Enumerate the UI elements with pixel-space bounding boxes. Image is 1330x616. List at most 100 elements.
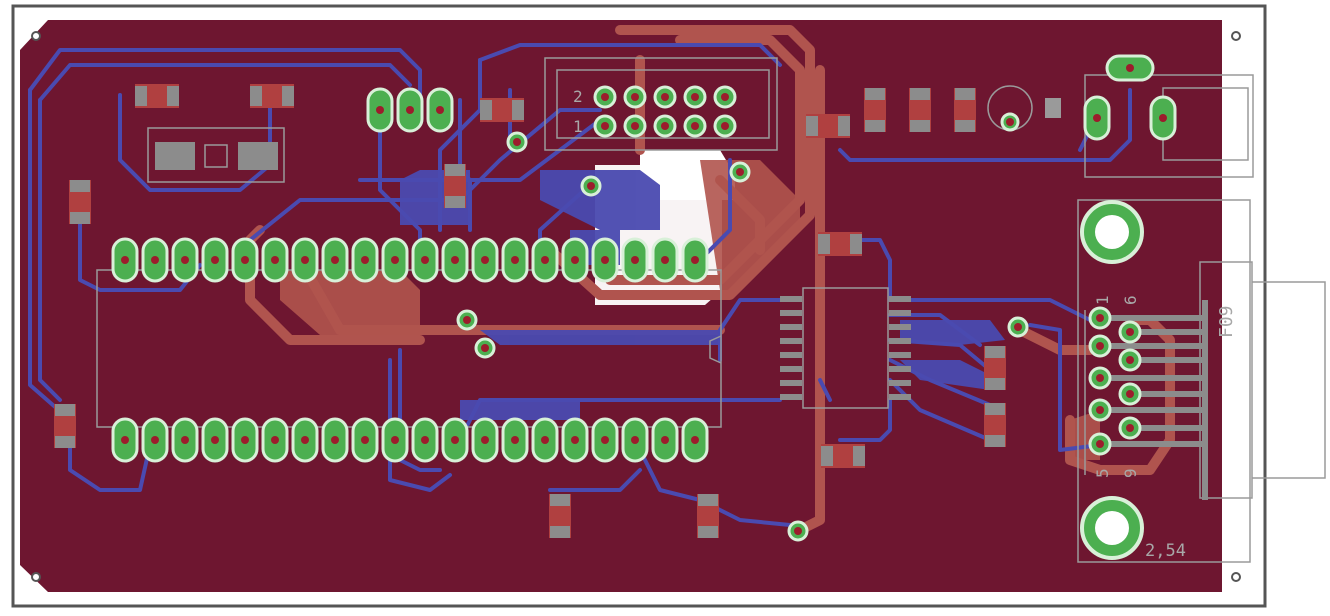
header-pin-row1 [653, 114, 677, 138]
dip-pin-top [261, 237, 289, 283]
jumper-pin [426, 87, 454, 133]
crystal-outline [147, 127, 285, 183]
dip-pin-bottom [651, 417, 679, 463]
jumper-pin [396, 87, 424, 133]
connector-pin9-label: 9 [1121, 468, 1140, 478]
dip-pin-bottom [591, 417, 619, 463]
ic-pin [780, 310, 802, 316]
dip-pin-bottom [201, 417, 229, 463]
header-pin-row1 [713, 114, 737, 138]
dip-pin-top [651, 237, 679, 283]
dip-pin-top [351, 237, 379, 283]
header-row2-label: 2 [573, 87, 583, 106]
crystal-pad [155, 142, 195, 170]
ic-pin [889, 324, 911, 330]
smd-capacitor [954, 88, 976, 132]
dip-pin-bottom [351, 417, 379, 463]
smd-capacitor [864, 88, 886, 132]
dip-pin-bottom [531, 417, 559, 463]
header-row1-label: 1 [573, 117, 583, 136]
header-pin-row1 [623, 114, 647, 138]
smd-resistor [818, 232, 862, 256]
smd-capacitor [549, 494, 571, 538]
dip-pin-top [471, 237, 499, 283]
ic-pin [780, 366, 802, 372]
ic-pin [780, 296, 802, 302]
header-pin-row1 [593, 114, 617, 138]
dip-pin-top [621, 237, 649, 283]
mounting-hole [31, 572, 41, 582]
dsub-pin [1118, 382, 1142, 406]
ic-pin [780, 394, 802, 400]
smd-resistor [806, 114, 850, 138]
dsub-pin [1088, 306, 1112, 330]
ic-pins [780, 296, 911, 400]
dip-pin-bottom [561, 417, 589, 463]
dip-pin-top [501, 237, 529, 283]
crystal-body [204, 144, 228, 168]
dip-pin-top [441, 237, 469, 283]
dip-notch [709, 335, 722, 364]
dsub-outline [1077, 199, 1251, 563]
mounting-holes [31, 31, 1241, 582]
header-pin-row1 [683, 114, 707, 138]
header-outline [544, 57, 778, 151]
dsub-pin [1118, 348, 1142, 372]
dip-pin-bottom [291, 417, 319, 463]
dip-pin-bottom [111, 417, 139, 463]
connector-pin1-label: 1 [1093, 295, 1112, 305]
header-pin-row2 [593, 85, 617, 109]
ic-pin [889, 394, 911, 400]
dip-pin-top [591, 237, 619, 283]
mounting-hole [31, 31, 41, 41]
header-pin-row2 [653, 85, 677, 109]
smd-capacitor [69, 180, 91, 224]
dsub-pin [1088, 334, 1112, 358]
via [456, 309, 478, 331]
via [580, 175, 602, 197]
smd-capacitor [697, 494, 719, 538]
ic-pin [780, 338, 802, 344]
mounting-hole [1231, 572, 1241, 582]
ic-pin [889, 366, 911, 372]
dip-pin-bottom [501, 417, 529, 463]
smd-capacitor [444, 164, 466, 208]
via [787, 520, 809, 542]
smd-capacitor [909, 88, 931, 132]
ic-pin [889, 380, 911, 386]
dsub-shell [1252, 281, 1326, 479]
header-inner [556, 69, 770, 139]
dip-pin-bottom [681, 417, 709, 463]
dip-pin-bottom [321, 417, 349, 463]
smd-capacitor [984, 346, 1006, 390]
dip-pin-bottom [231, 417, 259, 463]
smd-pads [54, 84, 1061, 538]
via [506, 131, 528, 153]
connector-name-label: F09 [1216, 305, 1237, 338]
header-pin-row2 [623, 85, 647, 109]
dip-pin-top [171, 237, 199, 283]
dip-pin-top [411, 237, 439, 283]
dip-pin-top [111, 237, 139, 283]
ic-pin [889, 296, 911, 302]
dip-pin-bottom [471, 417, 499, 463]
dsub-pin [1088, 398, 1112, 422]
dip-pin-top [561, 237, 589, 283]
via [729, 161, 751, 183]
dip-pin-top [291, 237, 319, 283]
dsub-mount-drill [1095, 215, 1129, 249]
dsub-mounting-pads [1080, 200, 1144, 560]
dip-pin-bottom [171, 417, 199, 463]
dip-pin-top [201, 237, 229, 283]
dsub-pin [1088, 366, 1112, 390]
connector-pad [1083, 95, 1111, 141]
smd-resistor [135, 84, 179, 108]
led-body [1045, 98, 1061, 118]
connector-pad [1149, 95, 1177, 141]
crystal-pad [238, 142, 278, 170]
dsub-pin-guides [1100, 300, 1208, 500]
through-hole-pads [111, 54, 1177, 542]
dsub-pin [1118, 320, 1142, 344]
